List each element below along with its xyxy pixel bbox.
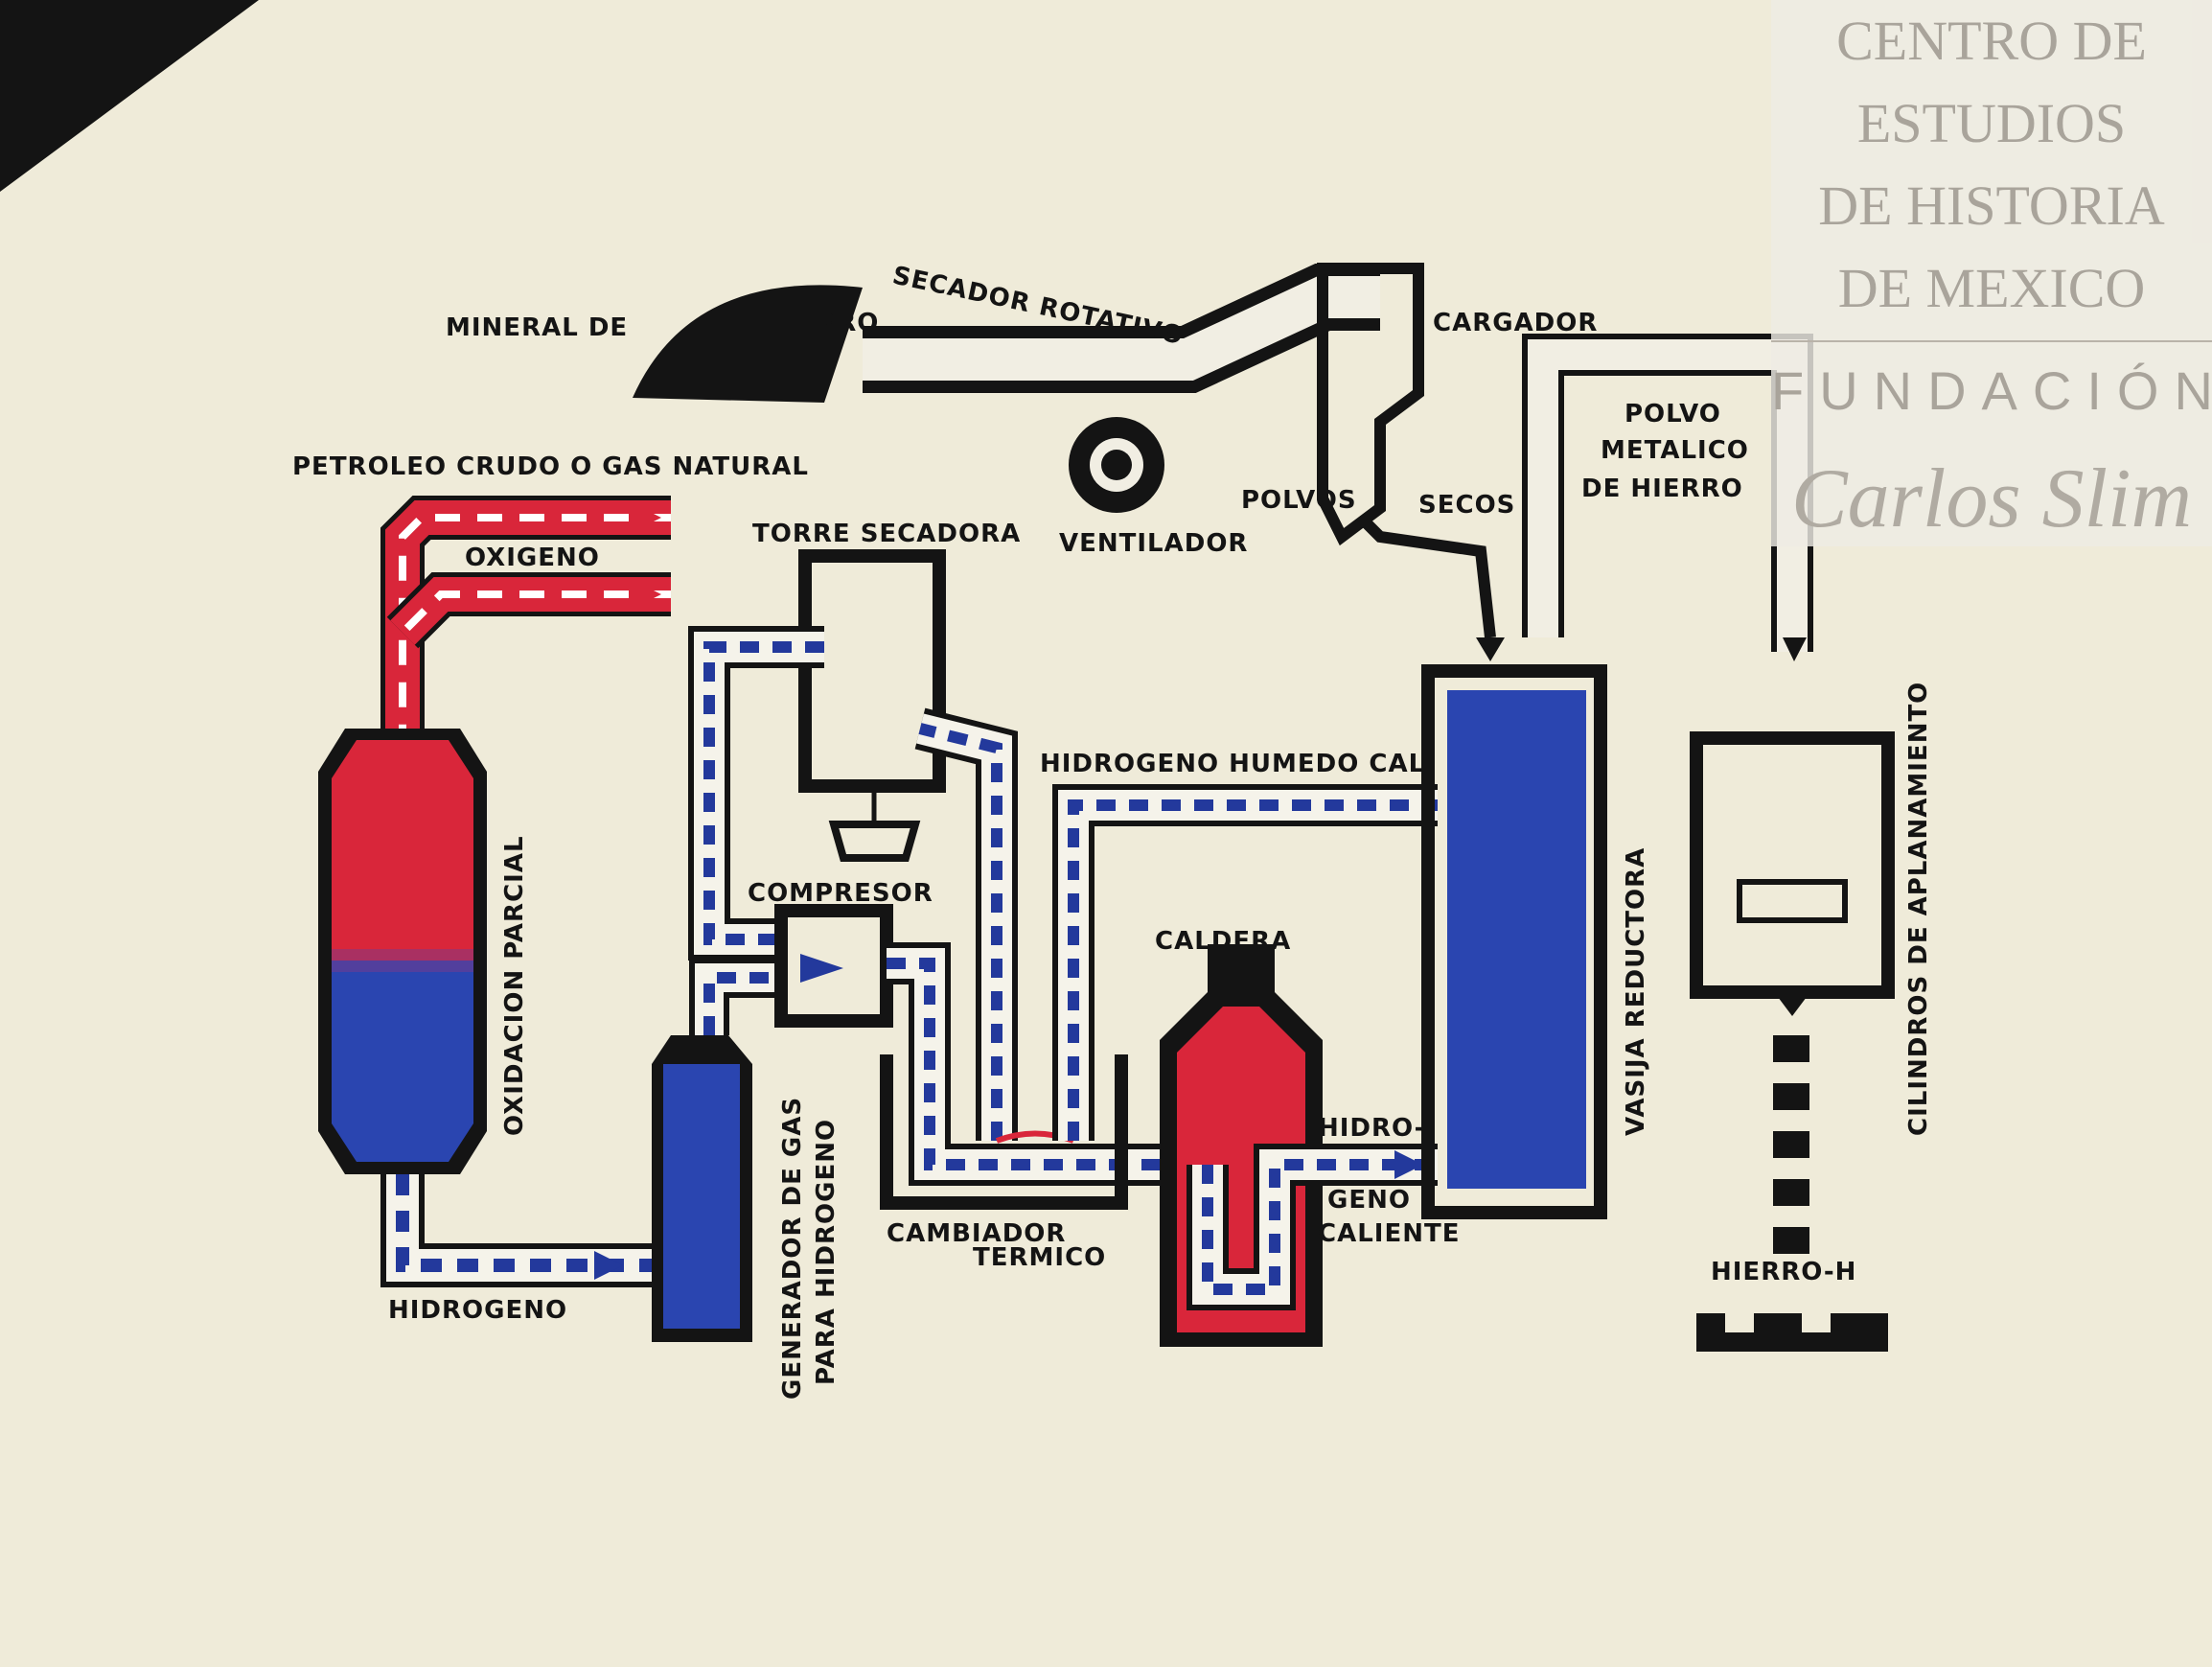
label-oxigeno: OXIGENO <box>465 544 600 572</box>
watermark-fundacion: FUNDACIÓN <box>1771 360 2212 421</box>
label-oxidacion-parcial: OXIDACION PARCIAL <box>500 835 529 1136</box>
label-termico: TERMICO <box>973 1243 1106 1272</box>
label-hidro: HIDRO- <box>1318 1114 1425 1143</box>
label-petroleo: PETROLEO CRUDO O GAS NATURAL <box>292 452 809 481</box>
label-generador: GENERADOR DE GAS <box>778 1097 807 1400</box>
watermark-line-3: DE HISTORIA <box>1818 174 2165 237</box>
label-para-hidrogeno: PARA HIDROGENO <box>812 1119 841 1385</box>
watermark-line-4: DE MEXICO <box>1837 257 2146 319</box>
label-hidrogeno: HIDROGENO <box>388 1296 567 1325</box>
cambiador-termico <box>880 784 1438 1210</box>
blue-recycle-loop <box>688 626 1018 1141</box>
generador-vessel <box>652 958 786 1342</box>
label-hierro: HIERRO <box>767 309 879 337</box>
cilindros-de-aplanamiento <box>1690 731 1895 1352</box>
secador-rotativo <box>633 263 1496 638</box>
vasija-reductora <box>1421 637 1607 1219</box>
label-vasija-reductora: VASIJA REDUCTORA <box>1622 847 1650 1136</box>
watermark-line-1: CENTRO DE <box>1836 10 2147 72</box>
label-de-hierro: DE HIERRO <box>1581 475 1743 503</box>
torre-secadora <box>798 549 946 862</box>
label-caliente: CALIENTE <box>1318 1219 1460 1248</box>
watermark-line-2: ESTUDIOS <box>1856 92 2127 154</box>
watermark-signature: Carlos Slim <box>1790 452 2193 545</box>
archive-watermark: CENTRO DE ESTUDIOS DE HISTORIA DE MEXICO… <box>1771 0 2212 546</box>
compresor <box>774 904 893 1028</box>
label-cambiador: CAMBIADOR <box>887 1219 1066 1248</box>
caldera <box>1160 944 1438 1347</box>
label-geno: GENO <box>1327 1186 1411 1215</box>
label-cargador: CARGADOR <box>1433 309 1598 337</box>
label-polvos: POLVOS <box>1241 486 1357 515</box>
label-mineral-de: MINERAL DE <box>446 313 628 342</box>
label-polvo: POLVO <box>1624 400 1721 428</box>
hidrogeno-pipe <box>380 1174 652 1287</box>
oxidacion-parcial-vessel <box>318 729 487 1174</box>
label-compresor: COMPRESOR <box>748 879 933 908</box>
hot-hydrogen-pipe <box>887 942 1208 1186</box>
scan-corner <box>0 0 259 192</box>
watermark-divider <box>1771 340 2212 342</box>
label-cilindros: CILINDROS DE APLANAMIENTO <box>1904 682 1933 1136</box>
label-ventilador: VENTILADOR <box>1059 529 1248 558</box>
label-metalico: METALICO <box>1601 436 1749 465</box>
label-hidrogeno-humedo: HIDROGENO HUMEDO CAL. <box>1040 750 1436 778</box>
label-torre-secadora: TORRE SECADORA <box>752 520 1021 548</box>
label-secos: SECOS <box>1418 491 1515 520</box>
label-caldera: CALDERA <box>1155 927 1291 956</box>
red-feed-lines <box>380 496 671 748</box>
label-hierro-h: HIERRO-H <box>1711 1258 1856 1286</box>
